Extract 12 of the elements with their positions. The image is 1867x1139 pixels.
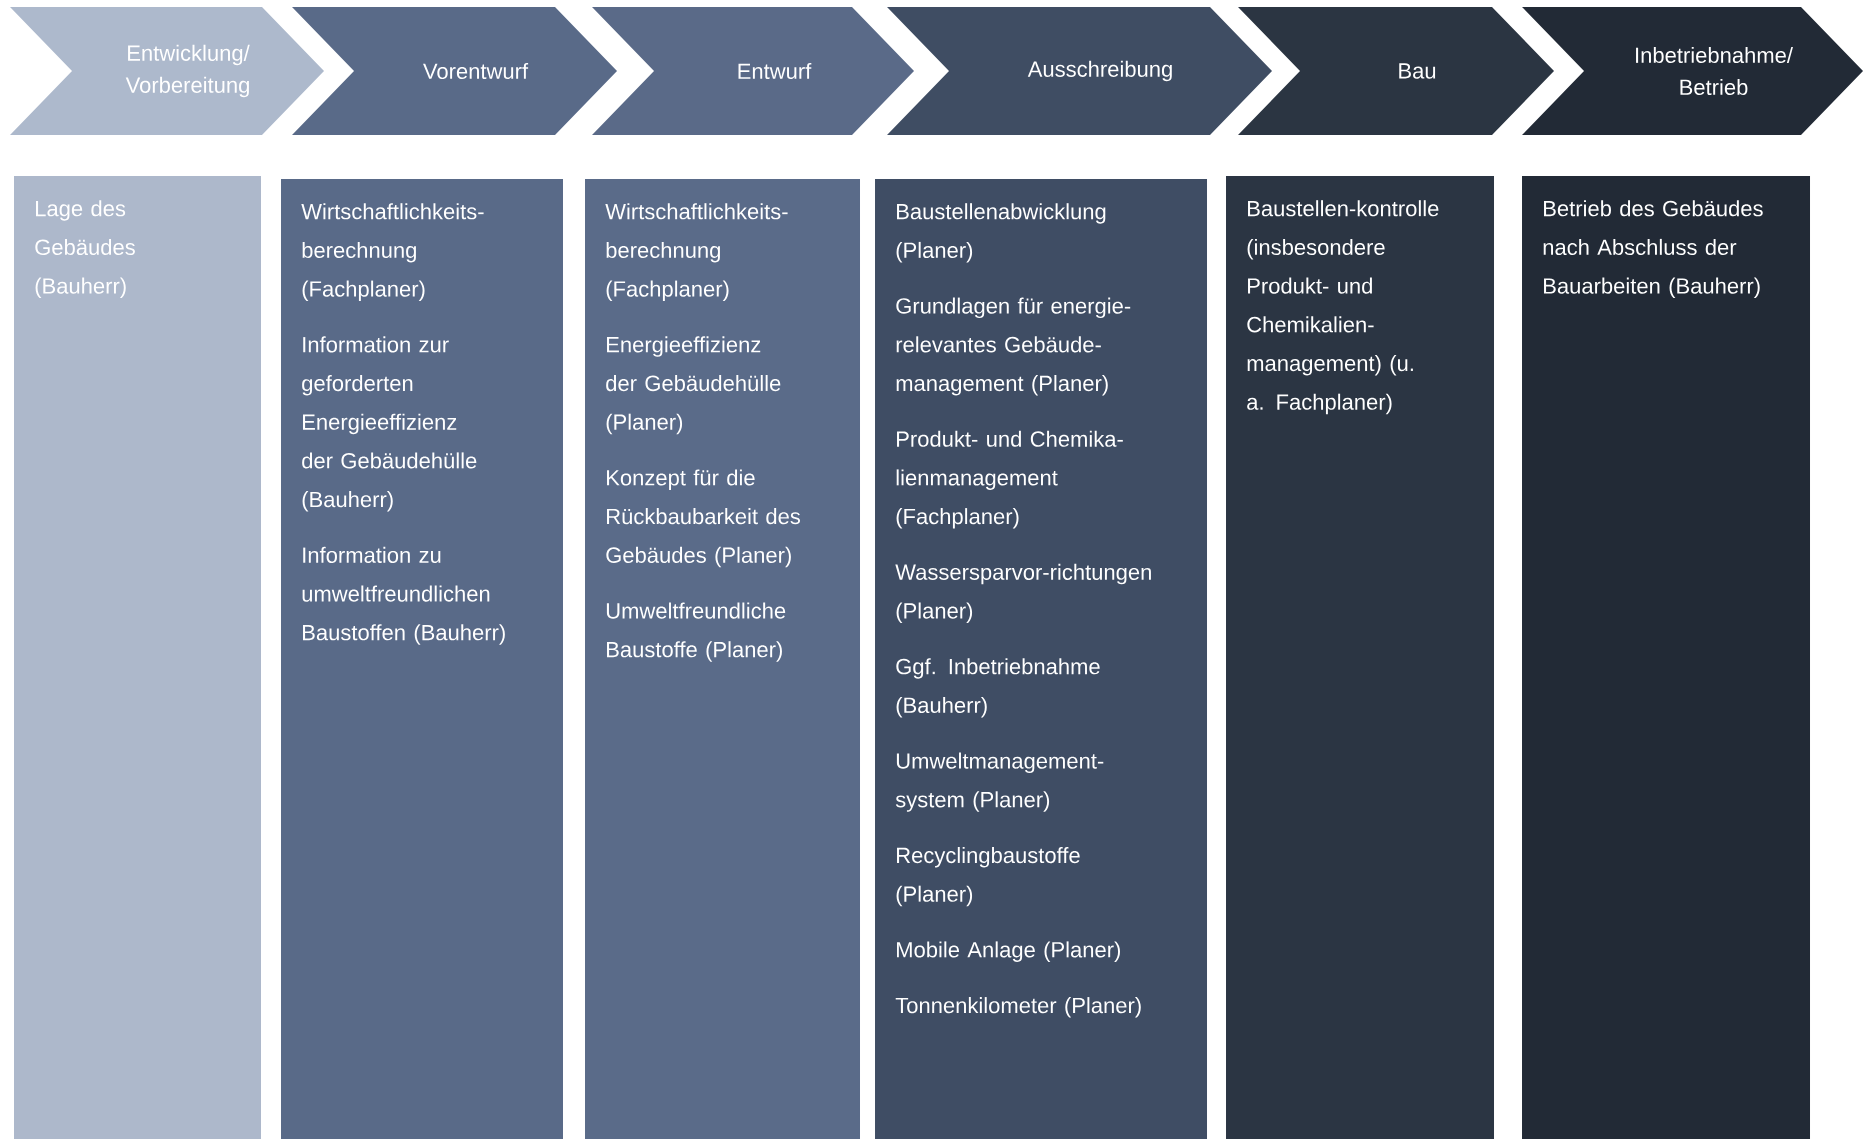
phase-banner: Bau	[1238, 7, 1554, 135]
phase-banner: Vorentwurf	[292, 7, 617, 135]
column-panel: Wirtschaftlichkeits-berechnung (Fachplaner) Energieeffizienz der Gebäudehülle (Planer) Konzept für die Rückbaubarkeit des Gebäudes (Planer) Umweltfreundliche Baustoffe (Planer)	[585, 179, 860, 1139]
phase-banner: Inbetriebnahme/ Betrieb	[1522, 7, 1863, 135]
phase-banner: Entwicklung/ Vorbereitung	[10, 7, 324, 135]
phase-banner: Entwurf	[592, 7, 914, 135]
column-panel: Betrieb des Gebäudes nach Abschluss der Bauarbeiten (Bauherr)	[1522, 176, 1810, 1139]
column-panel: Baustellen-kontrolle (insbesondere Produkt- und Chemikalien-management) (u. a. Fachplaner)	[1226, 176, 1494, 1139]
phase-banner: Ausschreibung	[887, 7, 1272, 135]
column-panel: Wirtschaftlichkeits-berechnung (Fachplaner) Information zur geforderten Energieeffizienz der Gebäudehülle (Bauherr) Information zu umweltfreundlichen Baustoffen (Bauherr)	[281, 179, 563, 1139]
column-panel: Baustellenabwicklung (Planer) Grundlagen für energie-relevantes Gebäude-management (Planer) Produkt- und Chemika-lienmanagement (Fachplaner) Wassersparvor-richtungen (Planer) Ggf. Inbetriebnahme (Bauherr) Umweltmanagement-system (Planer) Recyclingbaustoffe (Planer) Mobile Anlage (Planer) Tonnenkilometer (Planer)	[875, 179, 1207, 1139]
column-panel: Lage des Gebäudes (Bauherr)	[14, 176, 261, 1139]
